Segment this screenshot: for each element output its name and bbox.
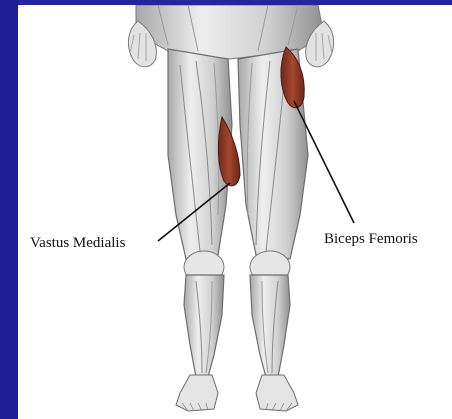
feet bbox=[176, 375, 298, 411]
right-lower-leg bbox=[250, 275, 290, 377]
label-biceps-femoris: Biceps Femoris bbox=[324, 231, 418, 248]
left-lower-leg bbox=[184, 275, 224, 377]
leg-muscle-illustration bbox=[18, 5, 452, 419]
label-vastus-medialis: Vastus Medialis bbox=[30, 235, 125, 252]
image-panel: Vastus Medialis Biceps Femoris bbox=[18, 5, 452, 419]
slide-left-band bbox=[0, 0, 18, 419]
